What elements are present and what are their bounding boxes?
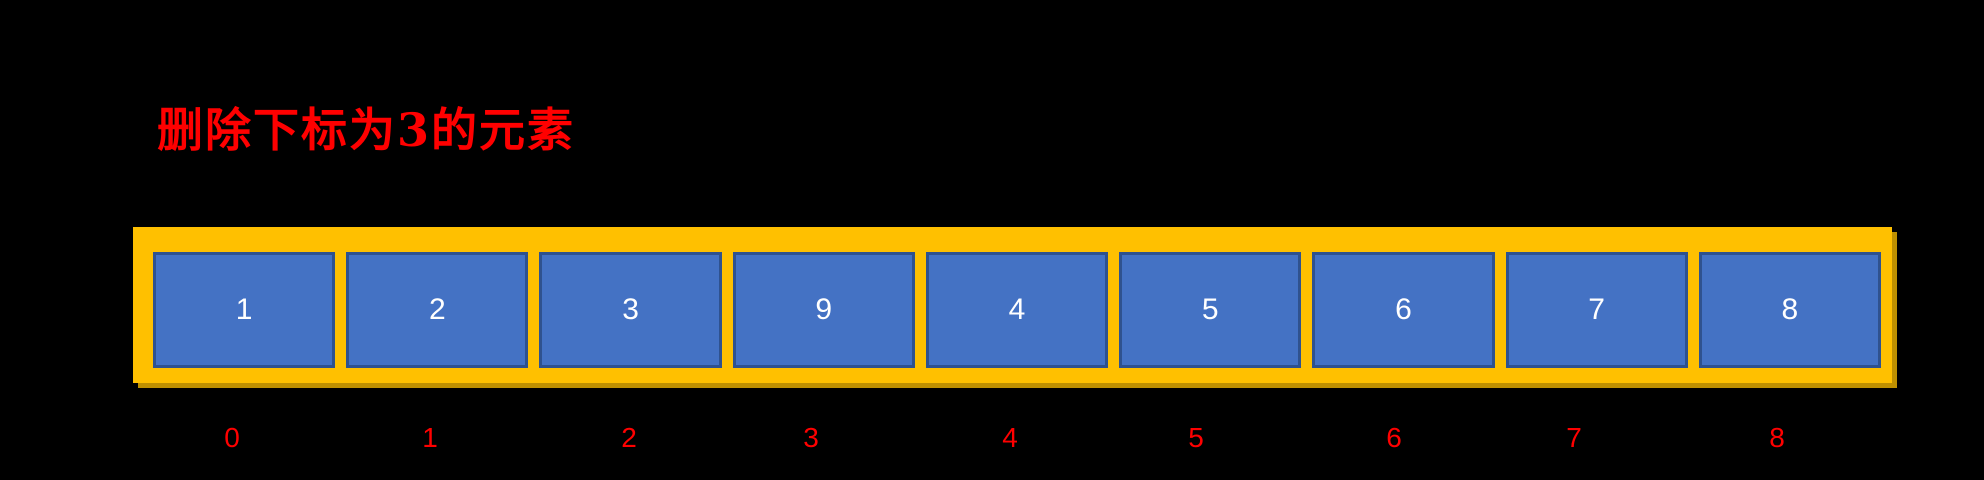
array-cell-0: 1 <box>153 252 336 368</box>
index-label-7: 7 <box>1566 422 1582 453</box>
array-cell-1: 2 <box>346 252 529 368</box>
index-row: 0 1 2 3 4 5 6 7 8 <box>0 420 1984 462</box>
array-cell-2: 3 <box>539 252 722 368</box>
index-label-5: 5 <box>1188 422 1204 453</box>
array-cell-4: 4 <box>925 252 1109 368</box>
array-cell-3: 9 <box>732 252 915 368</box>
index-label-4: 4 <box>1002 422 1018 453</box>
array-cell-8: 8 <box>1698 252 1881 368</box>
slide-title: 删除下标为3的元素 <box>157 103 576 157</box>
index-label-2: 2 <box>621 422 637 453</box>
index-label-3: 3 <box>803 422 819 453</box>
index-label-1: 1 <box>422 422 438 453</box>
index-label-0: 0 <box>224 422 240 453</box>
array-cell-5: 5 <box>1119 252 1302 368</box>
array-cell-6: 6 <box>1312 252 1495 368</box>
array-cell-7: 7 <box>1505 252 1688 368</box>
index-label-8: 8 <box>1769 422 1785 453</box>
index-label-6: 6 <box>1386 422 1402 453</box>
